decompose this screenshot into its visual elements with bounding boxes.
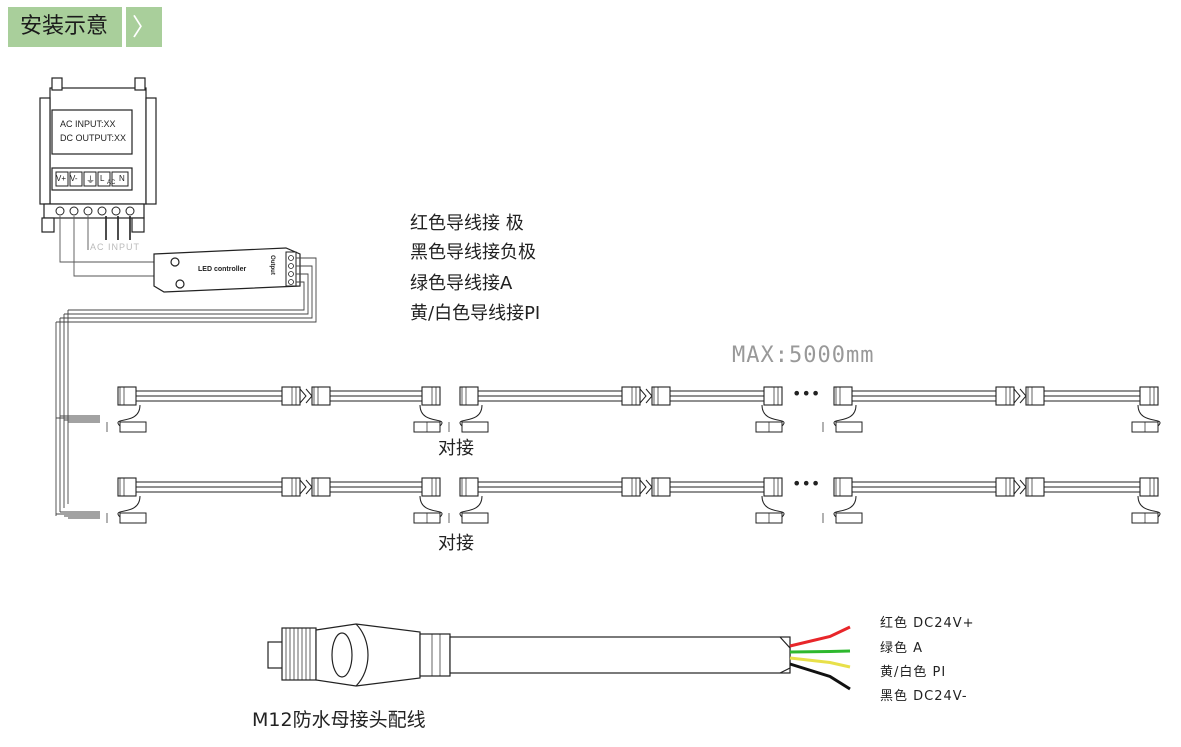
strip-row2-break2 [639,479,653,495]
section-title: 安装示意 [8,7,123,47]
terminal-vplus: V+ [56,174,67,183]
strip-row2-seg1b [311,477,441,497]
strip-row1-pigtail1 [106,404,147,433]
strip-row1-break2 [639,388,653,404]
wire-note-yellow: 黄/白色导线接PI [410,303,541,324]
connector-wire-red: 红色 DC24V+ [880,616,975,631]
connector-wire-black: 黑色 DC24V- [880,689,968,704]
power-supply [39,77,168,277]
wire-note-red: 红色导线接 极 [410,213,524,234]
connector-wire-line-3 [789,656,851,669]
strip-row2-seg3a [833,477,1015,497]
terminal-n: N [119,174,125,183]
controller-label: LED controller [198,266,247,273]
strip-row2-pigtail6 [1131,495,1161,524]
connector-caption: M12防水母接头配线 [252,709,426,731]
connector-wire-line-4 [789,662,851,691]
strip-row1-seg1a [117,386,301,406]
strip-row1-pigtail3 [448,404,489,433]
section-header: 安装示意 〉 [8,7,163,47]
connector-wires [789,625,851,691]
strip-row1-seg1b [311,386,441,406]
strip-row2-break1 [299,479,313,495]
ac-input-rating: AC INPUT:XX [60,119,116,129]
strip-row2-pigtail5 [822,495,863,524]
strip-row1-seg3a [833,386,1015,406]
strip-row1-pigtail5 [822,404,863,433]
strip-row2-pigtail1 [106,495,147,524]
dc-output-rating: DC OUTPUT:XX [60,133,127,143]
strip-row2-seg2b [651,477,783,497]
join-label-row-1: 对接 [438,438,474,459]
strip-row1-pigtail6 [1131,404,1161,433]
connector-wire-yellow: 黄/白色 PI [880,665,947,680]
connector-wire-line-1 [789,625,851,648]
ellipsis-row-2: ••• [792,474,821,493]
strip-row1-seg2a [459,386,641,406]
strip-row1-break1 [299,388,313,404]
strip-rows [106,386,1161,524]
strip-row1-seg3b [1025,386,1159,406]
strip-row2-seg1a [117,477,301,497]
terminal-ac: AC [107,180,116,186]
connector-wire-line-2 [789,649,851,654]
controller-output-label: Output [268,255,275,275]
ellipsis-row-1: ••• [792,384,821,403]
terminal-l: L [100,174,105,183]
ac-input-label: AC INPUT [90,242,141,252]
strip-row1-pigtail2 [413,404,443,433]
strip-row2-pigtail4 [755,495,785,524]
strip-row2-seg3b [1025,477,1159,497]
m12-connector [267,623,791,687]
strip-row2-seg2a [459,477,641,497]
strip-row1-pigtail4 [755,404,785,433]
max-length-label: MAX:5000mm [732,343,875,368]
chevron-right-icon[interactable]: 〉 [126,7,163,47]
connector-wire-green: 绿色 A [880,641,924,656]
strip-row2-pigtail3 [448,495,489,524]
wire-note-green: 绿色导线接A [410,273,513,294]
strip-row2-break3 [1013,479,1027,495]
strip-row2-pigtail2 [413,495,443,524]
strip-row1-seg2b [651,386,783,406]
strip-row1-break3 [1013,388,1027,404]
join-label-row-2: 对接 [438,533,474,554]
led-controller [55,247,317,519]
terminal-vminus: V- [70,174,78,183]
wire-note-black: 黑色导线接负极 [410,242,536,263]
ground-icon: ⏚ [86,175,96,185]
